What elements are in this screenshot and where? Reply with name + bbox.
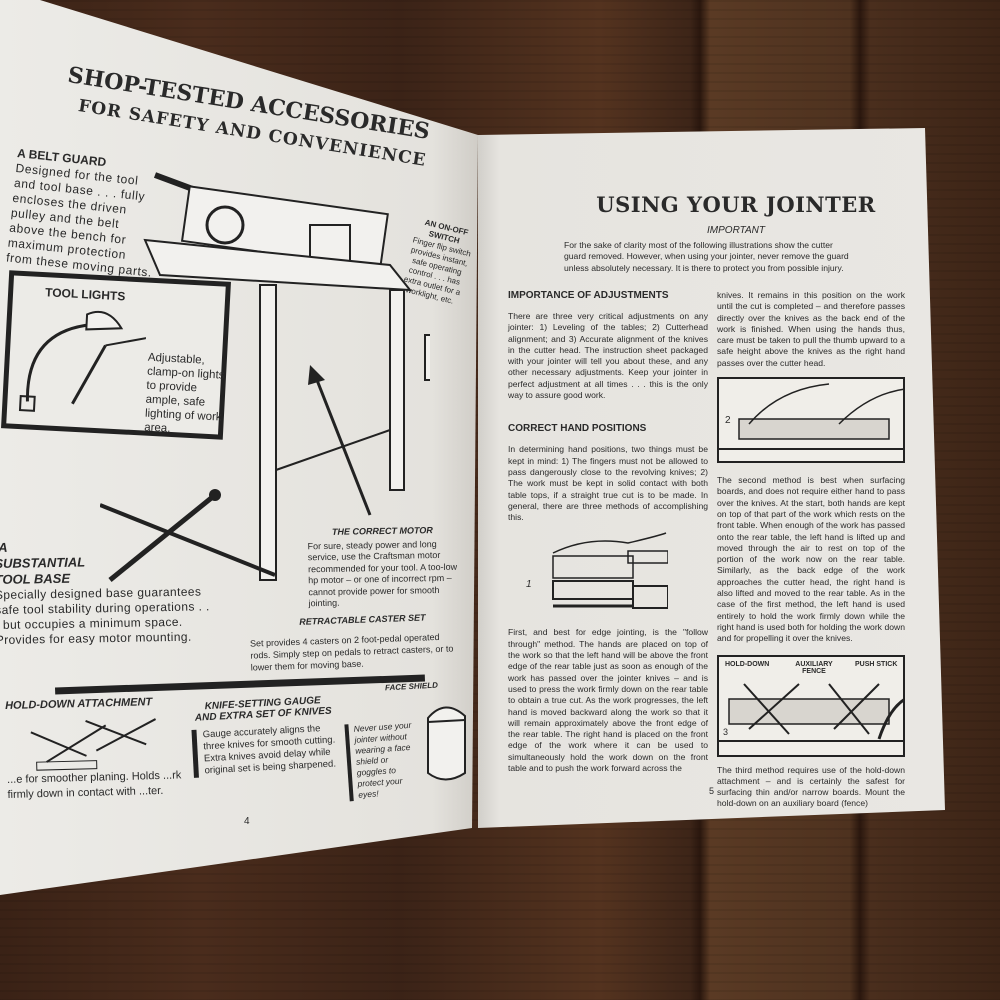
face-shield-text: Never use your jointer without wearing a…: [344, 719, 419, 802]
col2-top-text: knives. It remains in this position on t…: [717, 290, 905, 368]
tool-lights-heading: TOOL LIGHTS: [44, 285, 126, 304]
face-shield-heading: FACE SHIELD: [384, 680, 439, 693]
follow-through-method-illustration: [552, 532, 668, 610]
jointer-on-stand-illustration: [100, 172, 430, 582]
switch-box-illustration: [424, 334, 430, 381]
surfacing-method-illustration: [719, 383, 905, 451]
method-1-text: First, and best for edge jointing, is th…: [508, 627, 708, 774]
callout-hold-down: HOLD-DOWN: [723, 660, 772, 668]
important-text: For the sake of clarity most of the foll…: [564, 240, 849, 273]
tool-base-section: A SUBSTANTIAL TOOL BASE Specially design…: [0, 536, 214, 648]
callout-push-stick: PUSH STICK: [853, 660, 900, 668]
right-column-1: IMPORTANCE OF ADJUSTMENTS There are thre…: [508, 290, 708, 774]
section-divider: [54, 674, 426, 695]
hold-down-text: ...e for smoother planing. Holds ...rk f…: [6, 769, 182, 801]
method-2-text: The second method is best when surfacing…: [717, 475, 905, 644]
face-shield-illustration: [427, 706, 466, 781]
figure-1-label: 1: [526, 579, 532, 591]
correct-motor-section: THE CORRECT MOTOR For sure, steady power…: [307, 525, 458, 610]
figure-1: 1: [508, 531, 708, 621]
knife-gauge-section: KNIFE-SETTING GAUGE AND EXTRA SET OF KNI…: [190, 694, 339, 778]
correct-motor-text: For sure, steady power and long service,…: [307, 538, 458, 609]
left-page: SHOP-TESTED ACCESSORIES FOR SAFETY AND C…: [0, 0, 478, 895]
figure-3-label: 3: [721, 726, 731, 737]
right-column-2: knives. It remains in this position on t…: [717, 290, 905, 810]
clamp-on-lights-illustration: [18, 310, 148, 412]
figure-2-label: 2: [723, 415, 733, 427]
left-page-number: 4: [244, 816, 250, 827]
hold-down-section: HOLD-DOWN ATTACHMENT ...e for smoother p…: [5, 695, 188, 803]
right-page-number: 5: [709, 786, 715, 796]
important-label: IMPORTANT: [707, 225, 765, 236]
knife-gauge-text: Gauge accurately aligns the three knives…: [191, 722, 339, 778]
hold-down-illustration: [30, 718, 157, 771]
right-page-title: USING YOUR JOINTER: [596, 192, 876, 217]
adjustments-text: There are three very critical adjustment…: [508, 311, 708, 401]
method-3-text: The third method requires use of the hol…: [717, 764, 905, 809]
caster-set-text: Set provides 4 casters on 2 foot-pedal o…: [249, 631, 454, 673]
figure-3: HOLD-DOWN AUXILIARY FENCE PUSH STICK 3: [717, 654, 905, 757]
figure-2: 2: [717, 377, 905, 464]
caster-set-section: RETRACTABLE CASTER SET Set provides 4 ca…: [249, 610, 456, 673]
caster-set-heading: RETRACTABLE CASTER SET: [299, 612, 426, 627]
correct-motor-heading: THE CORRECT MOTOR: [331, 525, 433, 537]
hand-positions-heading: CORRECT HAND POSITIONS: [508, 423, 647, 435]
tool-lights-text: Adjustable, clamp-on lights to provide a…: [143, 351, 225, 435]
hand-positions-text: In determining hand positions, two thing…: [508, 444, 708, 523]
hold-down-method-illustration: [719, 682, 905, 742]
tool-lights-box: TOOL LIGHTS Adjustable, clamp-on lights …: [1, 270, 231, 440]
callout-auxiliary-fence: AUXILIARY FENCE: [787, 660, 841, 675]
right-page: USING YOUR JOINTER IMPORTANT For the sak…: [478, 128, 945, 828]
adjustments-heading: IMPORTANCE OF ADJUSTMENTS: [508, 290, 669, 301]
hold-down-heading: HOLD-DOWN ATTACHMENT: [5, 696, 153, 712]
tool-base-text: Specially designed base guarantees safe …: [0, 584, 210, 648]
